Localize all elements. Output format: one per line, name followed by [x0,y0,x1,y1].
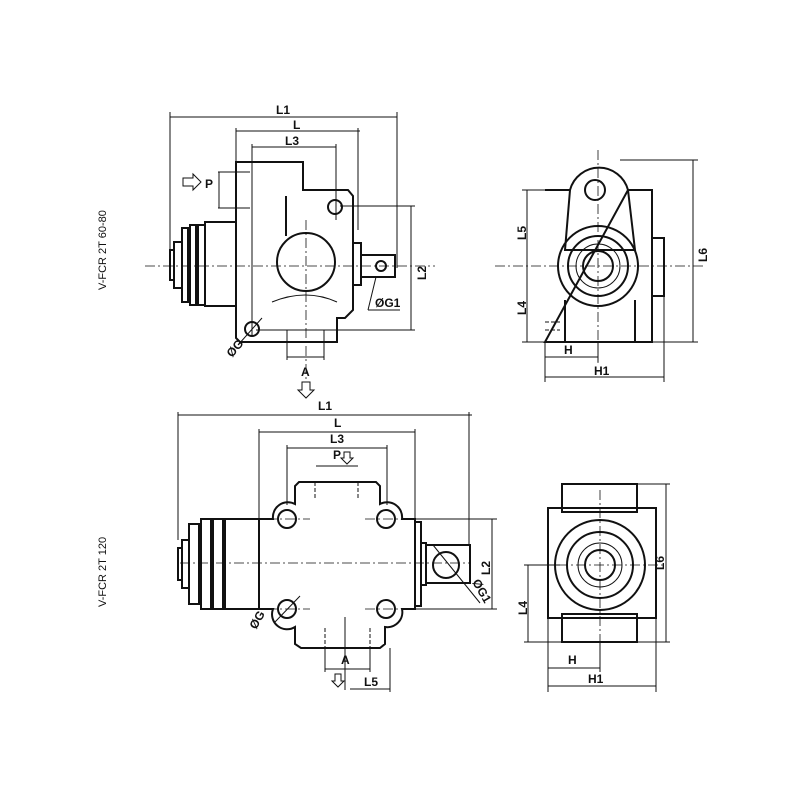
dim-L6: L6 [696,248,710,262]
port-A: A [341,653,350,667]
mount-hole [327,199,343,215]
port-A: A [301,365,310,379]
dim-L1: L1 [276,103,290,117]
dim-L5: L5 [364,675,378,689]
port-P: P [205,177,213,191]
bottom-side-view: L6 L4 H H1 [516,483,670,692]
outlet-arrow-icon [330,673,346,688]
dim-L3: L3 [330,432,344,446]
dim-L: L [293,118,300,132]
dim-L6: L6 [653,556,667,570]
mount-hole [244,321,260,337]
dim-G1: ØG1 [375,296,401,310]
dim-L: L [334,416,341,430]
dim-L3: L3 [285,134,299,148]
dim-H1: H1 [588,672,604,686]
dim-H: H [568,653,577,667]
top-side-view: L5 L4 L6 H H1 [495,150,710,382]
dim-G1: ØG1 [469,577,494,606]
port-P: P [333,448,341,462]
dim-L4: L4 [515,301,529,315]
outlet-arrow-icon [296,381,316,399]
dim-L2: L2 [415,266,429,280]
pressure-arrow-icon [339,451,355,465]
top-front-view: L1 L L3 P A L2 ØG1 ØG [145,103,435,400]
dim-G: ØG [246,608,267,631]
dim-L1: L1 [318,399,332,413]
dim-L2: L2 [479,561,493,575]
dim-L4: L4 [516,601,530,615]
bottom-front-view: L1 L L3 P A L5 L2 ØG1 ØG [177,399,497,692]
dim-H1: H1 [594,364,610,378]
model-label-top: V-FCR 2T 60-80 [97,210,109,290]
model-label-bottom: V-FCR 2T 120 [97,537,109,607]
dim-L5: L5 [515,226,529,240]
dim-H: H [564,343,573,357]
pressure-arrow-icon [182,172,202,192]
